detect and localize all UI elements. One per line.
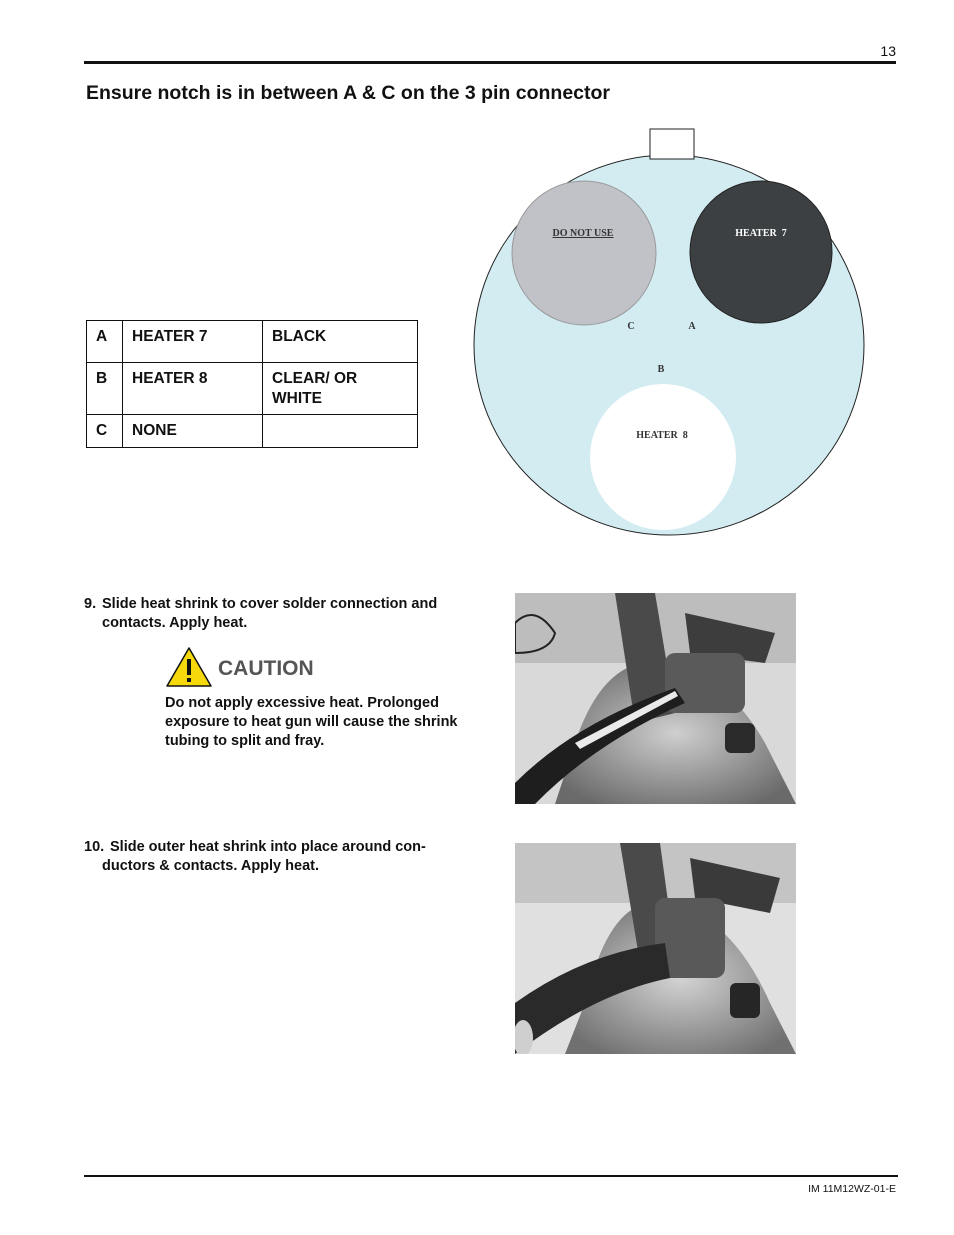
page-number: 13: [880, 43, 896, 59]
connector-diagram: DO NOT USE HEATER 7 HEATER 8 C A B: [473, 128, 865, 536]
pin-letter-b: B: [658, 364, 665, 375]
pin-table: A HEATER 7 BLACK B HEATER 8 CLEAR/ OR WH…: [86, 320, 418, 448]
wire-color: BLACK: [262, 320, 418, 363]
step-text: contacts. Apply heat.: [102, 615, 248, 631]
connector-notch: [649, 128, 695, 160]
caution-text: Do not apply excessive heat. Prolonged e…: [165, 695, 458, 749]
pin-letter: B: [86, 362, 123, 415]
header-rule: [84, 61, 896, 64]
table-row: C NONE: [86, 414, 418, 448]
step-number: 9.: [84, 596, 97, 612]
pin-heater-7: [689, 180, 833, 324]
heater-7-label: HEATER 7: [735, 228, 787, 239]
photo-outer-heat-shrink: [515, 843, 796, 1054]
exclamation-dot: [187, 678, 191, 682]
table-row: A HEATER 7 BLACK: [86, 320, 418, 363]
caution-heading: CAUTION: [218, 657, 314, 680]
pin-do-not-use: [511, 180, 657, 326]
wire-color: [262, 414, 418, 448]
step-10: 10. Slide outer heat shrink into place ar…: [84, 838, 469, 876]
warning-triangle-icon: [166, 647, 212, 687]
page-title: Ensure notch is in between A & C on the …: [86, 82, 611, 104]
footer-rule: [84, 1175, 898, 1177]
pin-letter: A: [86, 320, 123, 363]
pin-function: HEATER 7: [122, 320, 263, 363]
table-row: B HEATER 8 CLEAR/ OR WHITE: [86, 362, 418, 415]
pin-function: HEATER 8: [122, 362, 263, 415]
pin-letter-c: C: [627, 321, 634, 332]
document-id: IM 11M12WZ-01-E: [808, 1183, 896, 1195]
step-number: 10.: [84, 839, 105, 855]
pin-letter: C: [86, 414, 123, 448]
exclamation-bar: [187, 659, 191, 675]
step-text: Slide heat shrink to cover solder connec…: [102, 596, 438, 612]
photo-heat-shrink-contacts: [515, 593, 796, 804]
pin-letter-a: A: [688, 321, 696, 332]
wire-color: CLEAR/ OR WHITE: [262, 362, 418, 415]
step-9: 9. Slide heat shrink to cover solder conn…: [84, 595, 469, 633]
pin-function: NONE: [122, 414, 263, 448]
step-text: ductors & contacts. Apply heat.: [102, 858, 319, 874]
do-not-use-label: DO NOT USE: [553, 228, 614, 239]
step-text: Slide outer heat shrink into place aroun…: [110, 839, 426, 855]
pin-heater-8: [590, 384, 736, 530]
heater-8-label: HEATER 8: [636, 430, 688, 441]
